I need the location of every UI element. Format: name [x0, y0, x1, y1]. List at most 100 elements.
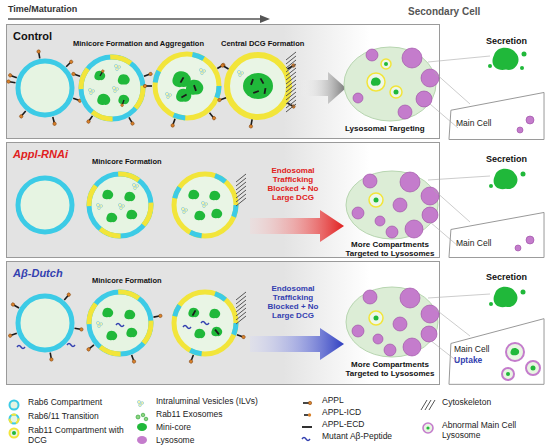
secretion-blob — [521, 290, 526, 295]
rab11-dcg-compartment — [249, 119, 254, 128]
aggregating-compartment — [208, 112, 216, 121]
abnormal-lysosome — [502, 368, 514, 380]
secondary-cell — [346, 171, 439, 239]
secondary-cell — [363, 290, 377, 304]
control-row-art — [286, 52, 296, 84]
secondary-cell — [371, 77, 381, 85]
aggregating-compartment — [181, 95, 186, 98]
legend-symbol — [137, 400, 143, 406]
transition-compartment — [96, 321, 102, 327]
rab11-dcg-compartment — [227, 55, 289, 117]
abnormal-lysosome — [506, 343, 524, 361]
secondary-cell — [346, 287, 439, 357]
secondary-cell — [346, 287, 438, 357]
transition-compartment — [106, 213, 117, 222]
appl-rnai-row-art — [236, 174, 246, 206]
secondary-cell — [390, 86, 402, 98]
legend-symbol — [426, 426, 429, 429]
abnormal-lysosome — [510, 348, 519, 355]
legend-symbol — [429, 400, 435, 410]
aggregating-compartment — [194, 85, 196, 91]
aggregating-compartment — [216, 63, 225, 70]
transition-compartment — [89, 174, 151, 236]
legend-swatch — [298, 407, 318, 419]
secondary-cell — [346, 171, 438, 239]
rab11-dcg-compartment — [253, 91, 259, 93]
secondary-cell — [398, 105, 412, 119]
aggregating-compartment — [143, 54, 225, 128]
main-cell-outline — [449, 92, 544, 139]
legend-swatch — [4, 411, 24, 423]
axis-label: Time/Maturation — [8, 4, 77, 15]
cell-label: Main Cell — [454, 344, 489, 354]
rab11-dcg-compartment — [287, 102, 296, 109]
rab11-dcg-compartment — [287, 63, 296, 70]
rab6-compartment — [63, 292, 71, 301]
secondary-cell — [344, 47, 436, 121]
legend-symbol — [10, 401, 19, 410]
secondary-cell — [381, 59, 391, 69]
transition-compartment — [81, 57, 143, 119]
legend-text: Lysosome — [156, 435, 194, 445]
aggregating-compartment — [181, 77, 184, 82]
rab6-compartment — [17, 346, 25, 349]
main-cell: Main Cell — [448, 92, 545, 140]
legend-symbol — [308, 413, 311, 416]
secondary-cell — [353, 93, 363, 103]
guide-line — [428, 56, 490, 128]
cell-label: Main Cell — [456, 118, 491, 128]
legend-symbol — [10, 429, 19, 438]
legend-symbol — [4, 399, 24, 411]
rab11-compartment — [209, 191, 220, 200]
main-cell-lysosome — [517, 127, 523, 133]
abnormal-lysosome — [531, 366, 536, 371]
transition-compartment — [89, 174, 151, 236]
rab6-compartment — [73, 97, 82, 103]
secondary-cell — [374, 316, 379, 321]
secretion-blob — [522, 52, 527, 57]
rab11-compartment — [215, 330, 219, 335]
abeta-dutch-row-art — [236, 292, 246, 324]
transition-compartment — [114, 64, 120, 70]
transition-compartment — [94, 71, 105, 80]
cell-label: Uptake — [454, 355, 482, 365]
rab11-dcg-compartment — [217, 55, 296, 128]
guide-line — [428, 294, 490, 362]
transition-compartment — [99, 69, 105, 76]
rab6-compartment — [37, 50, 42, 59]
blocked-arrow — [250, 328, 344, 360]
secondary-cell — [416, 91, 432, 107]
aggregating-compartment — [186, 80, 203, 95]
secondary-cell — [352, 207, 364, 219]
transition-compartment — [118, 203, 124, 209]
secretion-blob — [492, 48, 518, 70]
main-cell-lysosome — [526, 236, 534, 244]
transition-compartment — [89, 292, 151, 354]
rab11-dcg-compartment — [217, 96, 226, 102]
transition-compartment — [126, 328, 137, 337]
legend-swatch — [298, 395, 318, 407]
secondary-cell — [422, 207, 438, 223]
effect-label: Endosomal Trafficking Blocked + No Large… — [260, 166, 326, 202]
secondary-cell — [400, 172, 420, 192]
panel-heading: Aβ-Dutch — [13, 267, 63, 279]
legend-swatch — [298, 419, 318, 431]
control-row-art — [7, 47, 534, 133]
transition-compartment — [143, 72, 152, 78]
main-cell: Main Cell — [448, 212, 545, 258]
rab11-dcg-compartment — [251, 79, 253, 85]
rab6-compartment — [8, 292, 83, 361]
abnormal-lysosome — [526, 361, 540, 375]
legend-symbol — [423, 423, 433, 433]
process-label: Secretion — [486, 272, 527, 283]
aggregating-compartment — [143, 84, 152, 87]
secretion-blob — [489, 302, 493, 306]
transition-compartment — [102, 308, 113, 317]
legend-symbol — [418, 399, 438, 411]
process-label: Lysosomal Targeting — [345, 124, 425, 133]
transition-compartment — [86, 292, 162, 364]
rab11-compartment — [174, 292, 246, 364]
transition-compartment — [120, 100, 125, 107]
process-label: Secretion — [486, 36, 527, 47]
